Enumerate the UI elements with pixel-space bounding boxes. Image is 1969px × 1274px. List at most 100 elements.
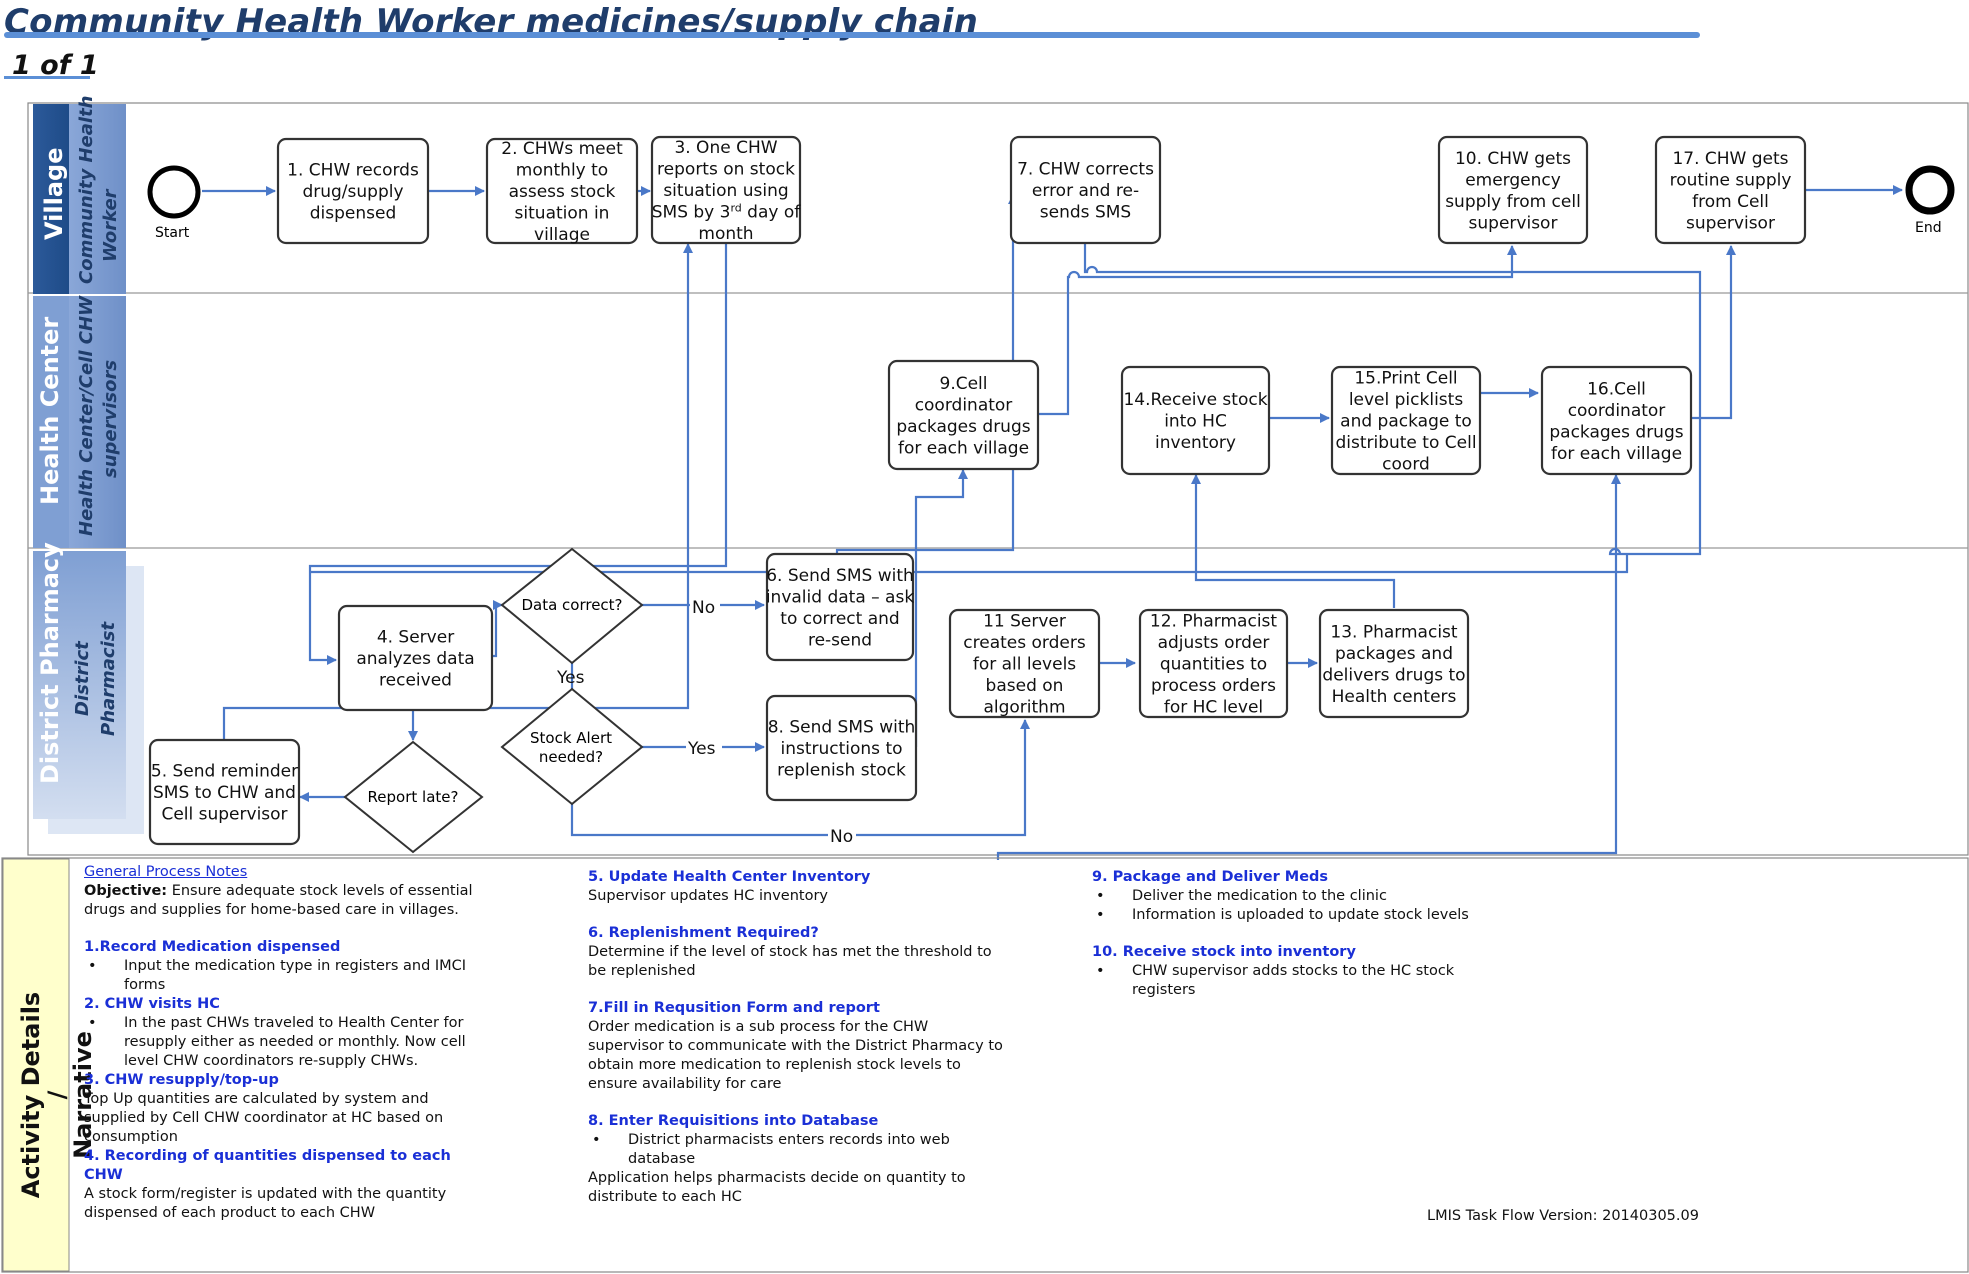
process-box-s16	[1540, 365, 1693, 476]
note-heading-7: 7.Fill in Requsition Form and report	[588, 1000, 880, 1016]
note-heading-4: 4. Recording of quantities dispensed to …	[84, 1148, 451, 1183]
process-box-s6-line: invalid data – ask	[766, 587, 914, 607]
process-box-s2-line: 2. CHWs meet	[501, 139, 623, 159]
arrow-s9-s10	[1035, 245, 1517, 416]
process-box-s1-line: 1. CHW records	[287, 161, 419, 181]
process-box-s3	[650, 135, 802, 245]
lane-dp-header	[33, 551, 69, 819]
lane-village-header	[33, 104, 69, 294]
process-box-s9-line: coordinator	[915, 395, 1013, 415]
process-box-s4-line: received	[379, 671, 452, 691]
process-box-s11-line: 11 Server	[983, 612, 1066, 632]
process-box-s9	[887, 359, 1040, 471]
process-box-s12-line: adjusts order	[1158, 633, 1270, 653]
process-box-s15-line: level picklists	[1349, 390, 1464, 410]
version-label: LMIS Task Flow Version: 20140305.09	[1427, 1208, 1699, 1224]
process-box-s8-line: 8. Send SMS with	[768, 718, 916, 738]
process-box-s12-line: for HC level	[1164, 698, 1263, 718]
end-label: End	[1915, 220, 1942, 236]
process-box-s3-line: 3. One CHW	[674, 138, 777, 158]
decision-data-correct	[500, 547, 644, 665]
process-box-s4-line: 4. Server	[377, 628, 454, 648]
arrow-narrative-s16	[996, 474, 1621, 860]
arrow-dalert-s11	[570, 719, 1030, 837]
process-box-s10-line: supervisor	[1469, 213, 1558, 233]
note-bullet: In the past CHWs traveled to Health Cent…	[88, 1014, 484, 1071]
process-box-s7-line: error and re-	[1032, 181, 1139, 201]
process-box-s10	[1437, 135, 1589, 245]
decision-stock-alert-label-2: needed?	[539, 748, 603, 766]
arrow-s16-s17	[1690, 245, 1736, 420]
process-box-s16-line: for each village	[1551, 444, 1682, 464]
process-box-s12	[1138, 608, 1289, 719]
flow-label-no-2: No	[830, 827, 853, 847]
lane-dp-role-1: District	[72, 640, 93, 716]
process-box-s16-line: packages drugs	[1549, 422, 1683, 442]
decision-stock-alert-label-1: Stock Alert	[530, 729, 612, 747]
process-box-s11	[948, 608, 1101, 719]
lane-village-label: Village	[40, 148, 68, 240]
lane-hc-label: Health Center	[36, 317, 64, 505]
arrow-s4-ddata	[493, 600, 503, 658]
process-box-s6-line: to correct and	[780, 609, 899, 629]
process-box-s17	[1654, 135, 1807, 245]
process-box-s1-line: dispensed	[310, 204, 397, 224]
process-box-s11-line: algorithm	[983, 698, 1065, 718]
note-bullet: Input the medication type in registers a…	[88, 957, 484, 995]
process-box-s11-line: creates orders	[963, 633, 1086, 653]
process-box-s12-line: process orders	[1151, 676, 1276, 696]
process-box-s13-line: 13. Pharmacist	[1330, 622, 1457, 642]
process-box-s8	[765, 694, 918, 802]
process-box-s4-line: analyzes data	[356, 649, 474, 669]
process-box-s3-line: month	[698, 224, 753, 244]
lane-village-role-header	[69, 104, 126, 294]
general-notes-title[interactable]: General Process Notes	[84, 864, 248, 880]
process-box-s6-line: 6. Send SMS with	[766, 566, 914, 586]
note-bullet: Deliver the medication to the clinic	[1096, 887, 1512, 906]
decision-report-late-label: Report late?	[368, 788, 459, 806]
process-box-s8-line: instructions to	[780, 739, 902, 759]
process-box-s10-line: supply from cell	[1445, 192, 1581, 212]
process-box-s15-line: distribute to Cell	[1335, 433, 1476, 453]
note-text: Order medication is a sub process for th…	[588, 1019, 1003, 1092]
process-box-s9-line: for each village	[898, 438, 1029, 458]
process-box-s15	[1330, 365, 1482, 476]
process-box-s4	[337, 604, 494, 712]
note-heading-3: 3. CHW resupply/top-up	[84, 1072, 279, 1088]
process-box-s5-line: Cell supervisor	[161, 805, 287, 825]
process-box-s13	[1318, 608, 1470, 719]
process-box-s9-line: packages drugs	[896, 417, 1030, 437]
process-box-s17-line: from Cell	[1692, 192, 1769, 212]
process-box-s15-line: and package to	[1340, 412, 1472, 432]
lane-dp-role-header	[69, 551, 126, 819]
process-box-s14-line: into HC	[1164, 412, 1227, 432]
process-box-s14-line: 14.Receive stock	[1123, 390, 1267, 410]
process-box-s14	[1120, 365, 1271, 476]
process-box-s17-line: routine supply	[1670, 170, 1792, 190]
decision-data-correct-label: Data correct?	[521, 596, 622, 614]
process-box-s2	[485, 137, 639, 245]
process-box-s3-line: reports on stock	[657, 160, 795, 180]
narrative-section-label: Activity Details /Narrative	[17, 991, 97, 1199]
process-box-s2-line: village	[534, 225, 590, 245]
process-box-s1	[276, 137, 430, 245]
flow-label-no-1: No	[692, 598, 715, 618]
note-text: Application helps pharmacists decide on …	[588, 1170, 966, 1205]
decision-report-late	[343, 740, 484, 854]
note-heading-1: 1.Record Medication dispensed	[84, 939, 341, 955]
page-number: 1 of 1	[12, 50, 99, 81]
process-box-s2-line: monthly to	[516, 161, 608, 181]
process-box-s11-line: for all levels	[973, 655, 1076, 675]
process-box-s3-line: situation using	[663, 181, 788, 201]
connectors	[202, 185, 1903, 860]
note-bullet: CHW supervisor adds stocks to the HC sto…	[1096, 962, 1512, 1000]
lane-hc-role-2: supervisors	[100, 360, 121, 478]
process-box-s16-line: coordinator	[1568, 401, 1666, 421]
note-bullet: Information is uploaded to update stock …	[1096, 906, 1512, 925]
lane-hc-header	[33, 296, 69, 548]
process-box-s15-line: coord	[1382, 455, 1430, 475]
end-event	[1905, 165, 1955, 215]
lane-hc-role-header	[69, 296, 126, 548]
process-box-s13-line: delivers drugs to	[1322, 665, 1465, 685]
